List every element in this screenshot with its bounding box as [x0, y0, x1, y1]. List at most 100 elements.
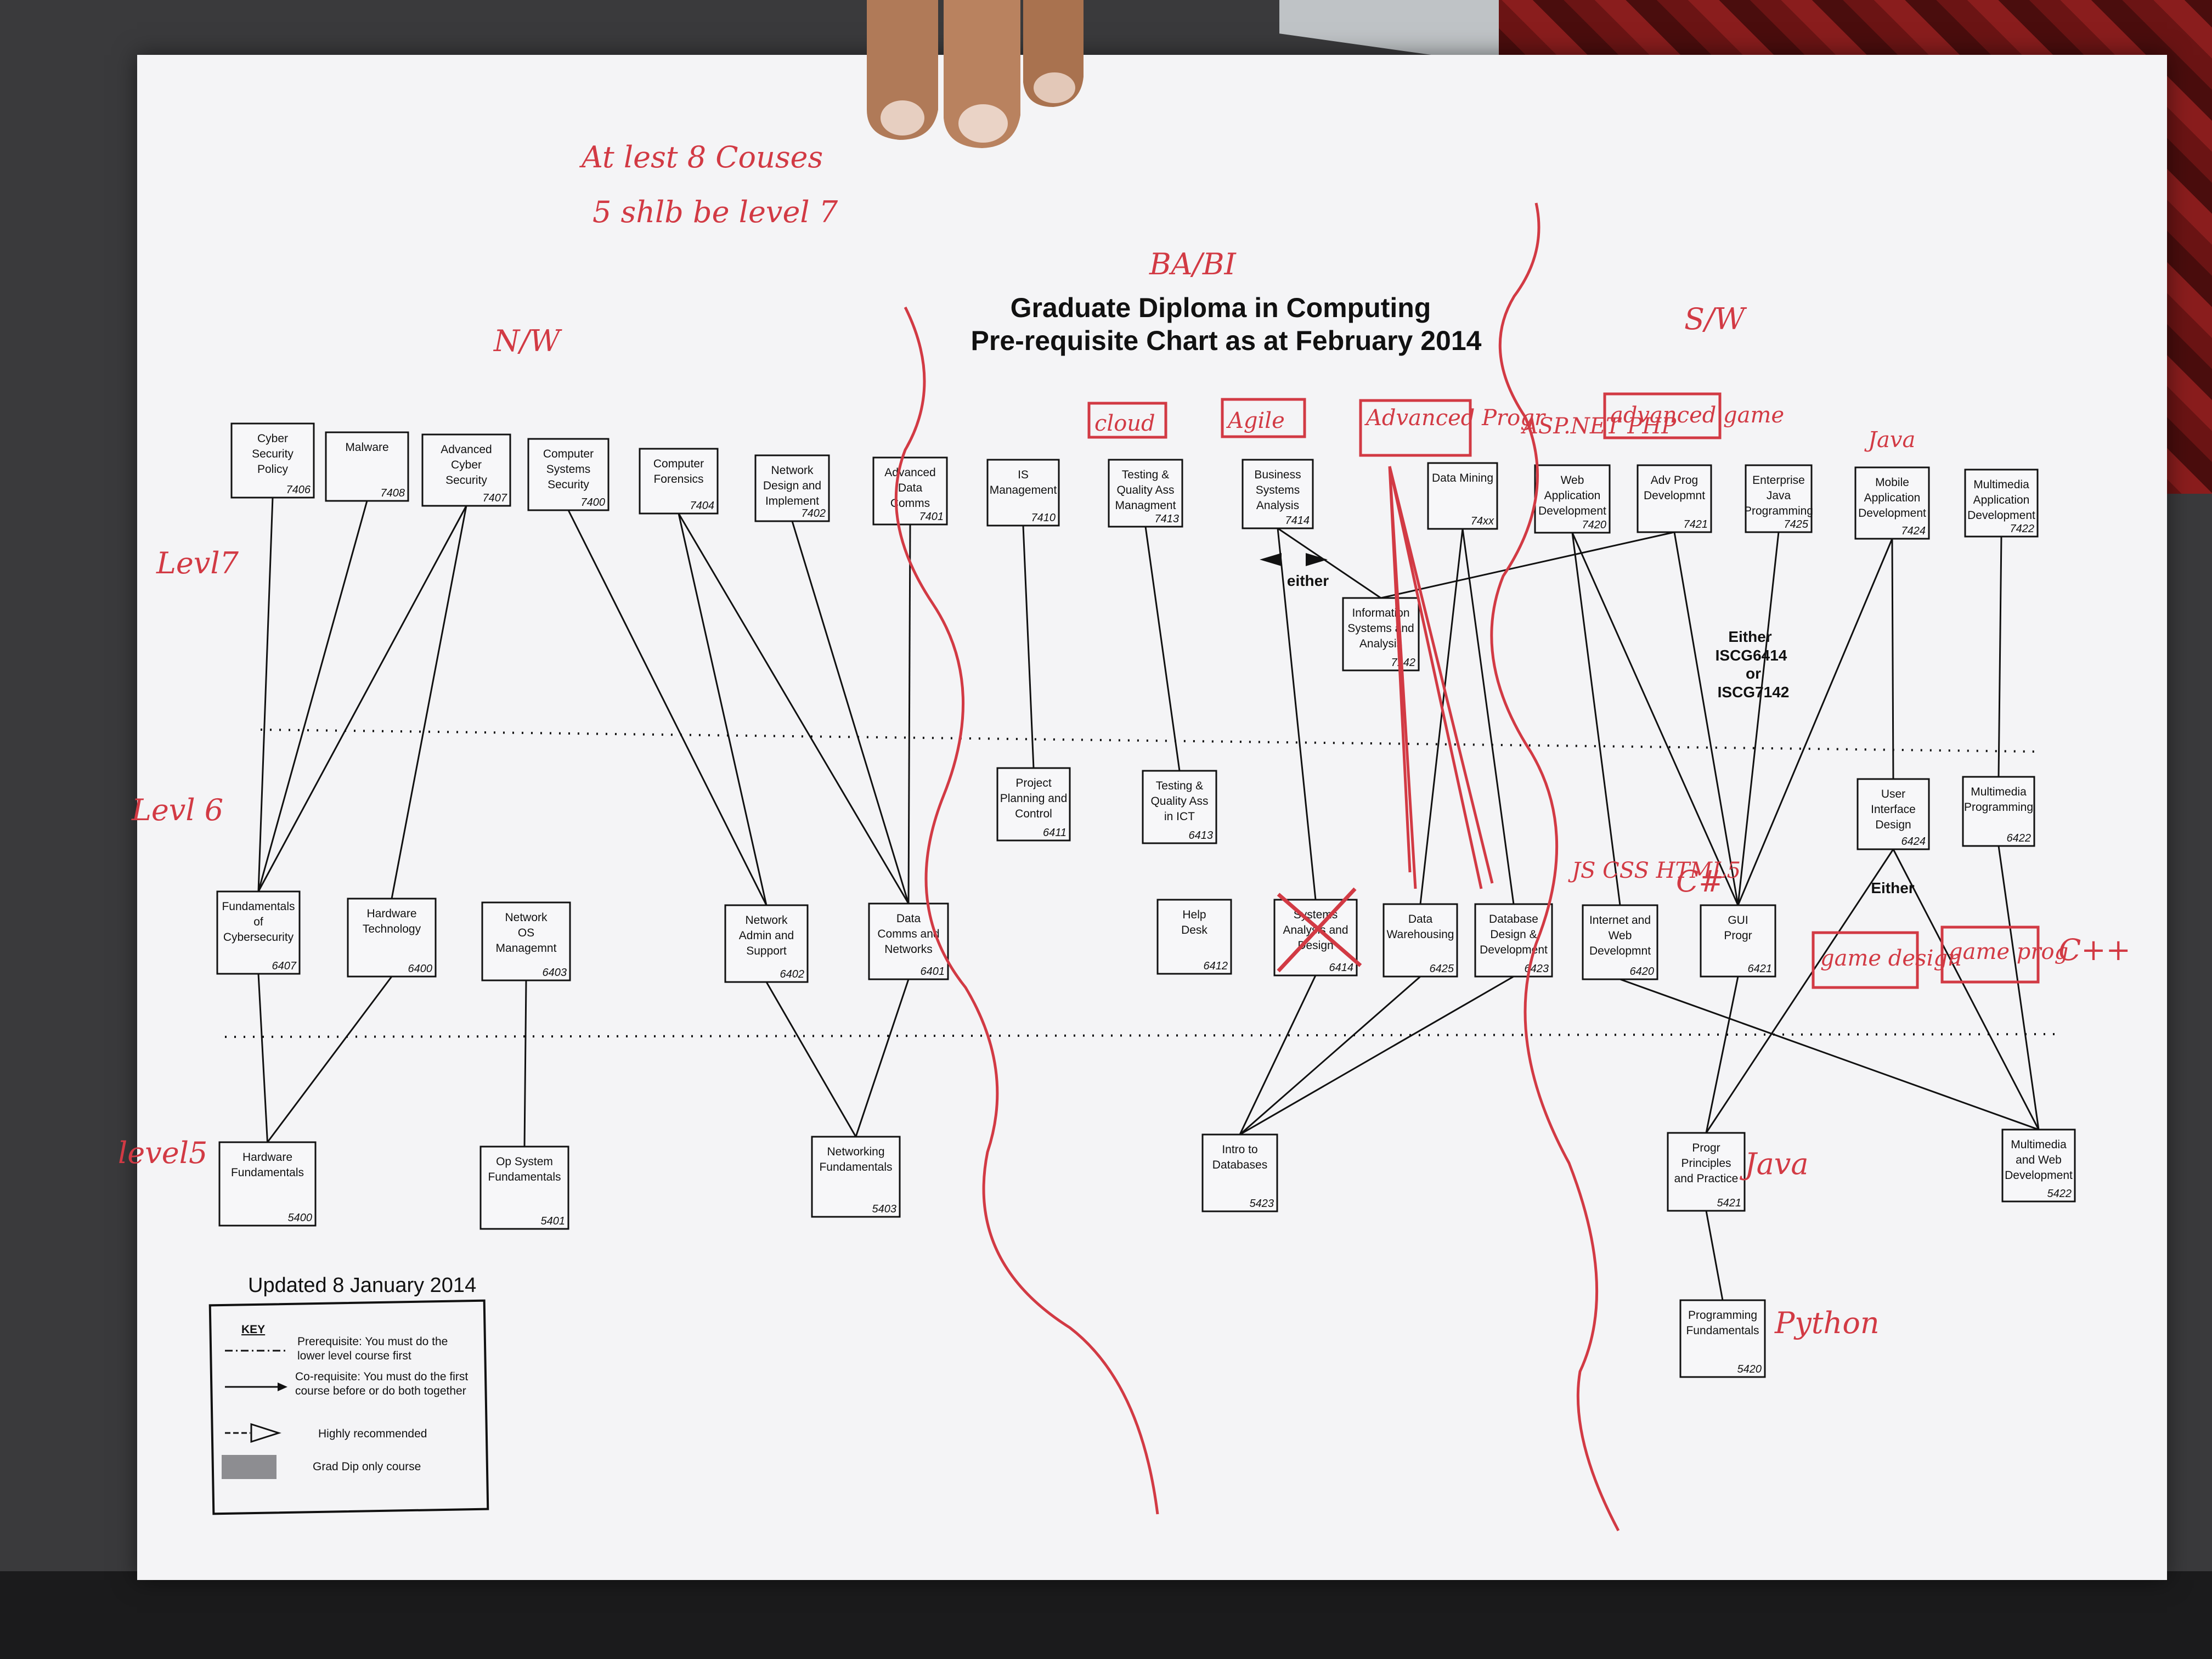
prerequisite-link-c6420-c5422 — [1620, 978, 2039, 1131]
note-java-top: Java — [1864, 427, 1915, 453]
course-name-line: Network — [505, 911, 548, 924]
course-name-line: Warehousing — [1387, 928, 1454, 941]
prerequisite-link-c7407-c6400 — [391, 505, 467, 899]
course-code: 7142 — [1391, 657, 1416, 669]
course-box-frame — [421, 433, 511, 507]
course-name-line: Business — [1254, 469, 1301, 481]
course-box-frame — [868, 902, 949, 980]
course-name-line: Support — [746, 945, 787, 957]
course-name-line: Managemnt — [496, 942, 557, 955]
legend-item-3: Highly recommended — [318, 1427, 427, 1440]
course-code: 5421 — [1717, 1197, 1742, 1209]
course-name-line: OS — [518, 927, 534, 939]
title-line1: Graduate Diploma in Computing — [1011, 292, 1431, 323]
course-code: 6403 — [543, 967, 567, 979]
course-name-line: of — [253, 916, 263, 928]
course-box-frame — [1857, 778, 1930, 850]
prerequisite-link-c7408-c6407 — [257, 500, 368, 892]
course-box-frame — [1201, 1133, 1278, 1212]
arrow-right-icon — [1306, 553, 1328, 566]
course-name-line: User — [1881, 788, 1905, 800]
course-name-line: Testing & — [1122, 469, 1169, 481]
course-name-line: Development — [1858, 507, 1926, 520]
course-code: 6413 — [1189, 830, 1214, 842]
course-name-line: Data Mining — [1432, 472, 1493, 484]
prerequisite-link-c6425-c5423 — [1239, 975, 1421, 1136]
course-code: 7407 — [483, 492, 507, 504]
course-name-line: Progr — [1724, 929, 1752, 942]
prerequisite-link-c6422-c5422 — [1997, 845, 2040, 1130]
course-name-line: Multimedia — [1971, 786, 2027, 798]
note-level5: level5 — [118, 1136, 207, 1170]
prerequisite-links — [257, 497, 2040, 1301]
course-code: 7421 — [1684, 518, 1708, 531]
course-code: 7420 — [1582, 519, 1607, 531]
prerequisite-link-c6407-c5400 — [257, 973, 268, 1143]
note-level6: Levl 6 — [131, 793, 223, 827]
course-code: 6420 — [1630, 966, 1655, 978]
note-csharp: C# — [1676, 864, 1724, 899]
level-6-5-separator — [224, 1033, 2055, 1038]
prerequisite-link-c7410-c6411 — [1022, 525, 1035, 769]
course-code: 6400 — [408, 963, 433, 975]
prerequisite-link-c7401-c6401 — [907, 524, 911, 904]
course-code: 6422 — [2007, 832, 2032, 844]
note-aspnet: ASP.NET PHP — [1520, 414, 1677, 439]
course-name-line: Network — [771, 464, 814, 477]
course-code: 6402 — [780, 968, 805, 980]
course-box-frame — [1582, 904, 1658, 980]
course-name-line: Programming — [1744, 505, 1813, 517]
course-box-frame — [527, 438, 610, 511]
grad-dip-swatch — [222, 1455, 276, 1479]
course-box-frame — [724, 904, 809, 983]
prerequisite-link-c7425-c6421 — [1737, 532, 1780, 906]
course-name-line: Application — [1864, 492, 1921, 504]
course-name-line: Policy — [257, 463, 289, 476]
course-code: 74xx — [1471, 515, 1494, 527]
prerequisite-link-c6401-c5403 — [855, 979, 910, 1137]
note-game-prog: game prog — [1949, 939, 2068, 964]
legend-heading: KEY — [241, 1323, 265, 1336]
course-name-line: Data — [896, 912, 921, 925]
course-name-line: Database — [1489, 913, 1538, 926]
course-code: 7404 — [690, 500, 715, 512]
course-code: 6411 — [1043, 827, 1066, 839]
course-name-line: Management — [990, 484, 1057, 496]
course-box-frame — [481, 901, 571, 981]
course-name-line: Development — [2005, 1169, 2073, 1182]
course-box-frame — [996, 767, 1071, 842]
course-code: 6425 — [1430, 963, 1454, 975]
course-name-line: Fundamentals — [488, 1171, 561, 1183]
course-name-line: Development — [1967, 509, 2035, 522]
prerequisite-link-c7422-c6422 — [1997, 536, 2002, 777]
course-box-frame — [1679, 1299, 1766, 1378]
legend-item-1-line2: lower level course first — [297, 1350, 411, 1362]
game-prog-box — [1940, 926, 2040, 984]
course-code: 7425 — [1784, 518, 1809, 531]
prerequisite-link-c6402-c5403 — [765, 981, 857, 1137]
note-agile: Agile — [1226, 408, 1285, 433]
cloud-box — [1087, 402, 1167, 439]
arrowhead-icon — [278, 1383, 287, 1391]
note-advanced-game: advanced game — [1610, 403, 1784, 428]
prerequisite-link-c7421-c7142 — [1380, 531, 1675, 599]
course-name-line: Help — [1182, 909, 1206, 921]
course-code: 7406 — [286, 484, 311, 496]
course-boxes: CyberSecurityPolicy7406Malware7408Advanc… — [216, 422, 2076, 1378]
course-box-frame — [1474, 903, 1553, 978]
course-name-line: Managment — [1115, 499, 1176, 512]
course-box-frame — [1700, 904, 1776, 978]
course-name-line: Enterprise — [1752, 474, 1805, 487]
